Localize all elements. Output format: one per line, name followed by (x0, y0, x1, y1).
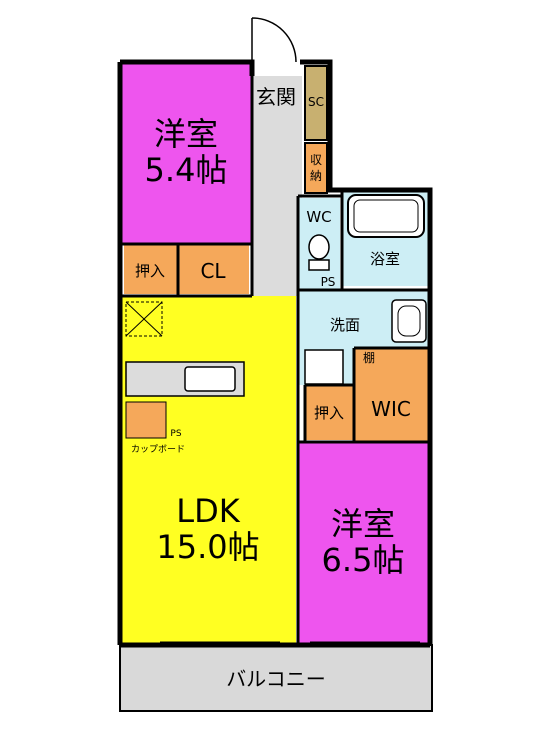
storage-area (304, 142, 328, 194)
storage-label-1: 収 (310, 153, 322, 167)
closet-label: CL (200, 259, 226, 283)
wic-area (354, 348, 428, 441)
storage-label-2: 納 (310, 169, 322, 183)
entrance-door (251, 17, 297, 63)
entrance-label: 玄関 (256, 85, 296, 109)
cupboard-label: カップボード (131, 444, 185, 455)
kitchen-sink (184, 366, 236, 392)
cupboard-space (125, 401, 167, 439)
western-room-2-size: 6.5帖 (322, 541, 405, 579)
pipe-space-label-2: PS (170, 429, 181, 439)
fridge-space (125, 301, 163, 337)
oshiire-1-label: 押入 (135, 262, 165, 280)
toilet-fixture (308, 234, 330, 271)
wic-label: WIC (371, 397, 411, 421)
shoe-closet-label: SC (308, 95, 324, 109)
balcony-label: バルコニー (226, 667, 326, 691)
washroom-label: 洗面 (330, 316, 360, 334)
pipe-space-label-1: PS (321, 275, 336, 289)
shelf-label: 棚 (363, 350, 375, 365)
closet-area (124, 244, 249, 294)
ldk-name: LDK (176, 492, 240, 530)
balcony-area (119, 644, 433, 712)
oshiire-2-area (305, 385, 353, 440)
bathroom-label: 浴室 (370, 250, 400, 268)
interior-walls (120, 76, 428, 645)
ldk-size: 15.0帖 (156, 528, 259, 566)
ldk-area (120, 296, 296, 645)
washer-space (304, 349, 344, 385)
shoe-closet-area (304, 65, 328, 141)
western-room-1-size: 5.4帖 (145, 151, 228, 189)
oshiire-2-label: 押入 (314, 404, 344, 422)
walls (117, 59, 433, 648)
western-room-2-area (298, 442, 428, 645)
toilet-label: WC (306, 208, 331, 226)
western-room-2-name: 洋室 (331, 505, 395, 543)
western-room-1-area (120, 62, 252, 244)
entrance-hall-area (252, 76, 302, 296)
western-room-1-name: 洋室 (154, 115, 218, 153)
